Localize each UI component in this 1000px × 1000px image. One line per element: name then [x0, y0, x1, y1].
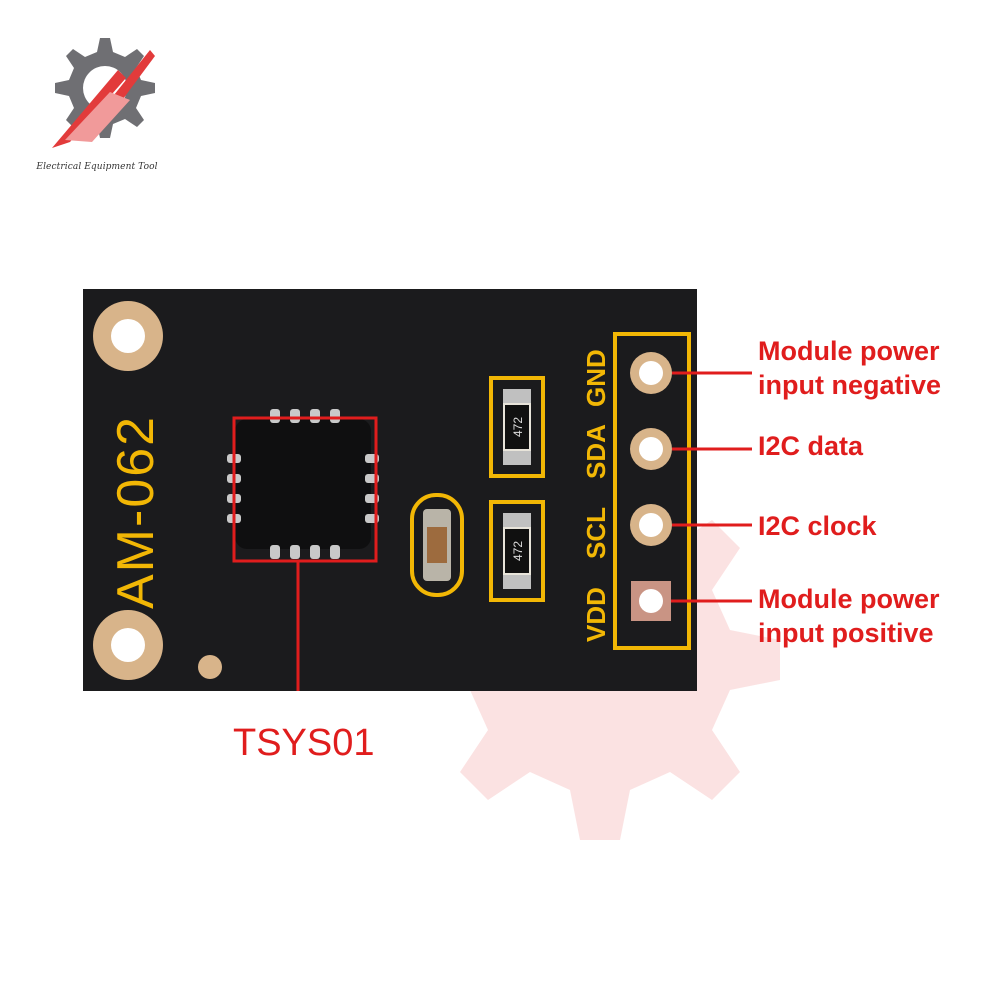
callout-vdd-line1: Module power: [758, 584, 940, 614]
resistor-top: 472: [489, 376, 545, 478]
mounting-hole-bottom: [93, 610, 163, 680]
pin-pad-vdd: [631, 581, 671, 621]
logo-red-slash: [52, 70, 126, 148]
callout-gnd-line2: input negative: [758, 370, 942, 400]
pin-label-gnd: GND: [581, 349, 611, 407]
pin-pad-scl: [630, 504, 672, 546]
pcb-artwork: AM-062: [93, 301, 697, 691]
logo-caption: Electrical Equipment Tool: [36, 162, 158, 172]
pin-label-vdd: VDD: [581, 587, 611, 642]
svg-text:472: 472: [511, 417, 525, 437]
board-model-label: AM-062: [107, 415, 165, 609]
callout-scl: I2C clock: [758, 509, 877, 543]
callout-gnd-line1: Module power: [758, 336, 940, 366]
brand-logo: [52, 38, 155, 148]
callout-vdd: Module power input positive: [758, 582, 940, 650]
capacitor: [410, 493, 464, 597]
callout-connectors: [697, 371, 752, 603]
pin-pad-gnd: [630, 352, 672, 394]
tsys01-chip: [227, 409, 379, 559]
chip-highlight-box: [232, 416, 378, 563]
mounting-hole-top: [93, 301, 163, 371]
resistor-bottom: 472: [489, 500, 545, 602]
pin-pad-sda: [630, 428, 672, 470]
pin-header-outline: [613, 332, 691, 650]
callout-gnd: Module power input negative: [758, 334, 941, 402]
callout-sda: I2C data: [758, 429, 863, 463]
pcb-board: [83, 289, 697, 691]
svg-text:472: 472: [511, 541, 525, 561]
callout-vdd-line2: input positive: [758, 618, 934, 648]
callout-scl-line1: I2C clock: [758, 511, 877, 541]
pin-label-scl: SCL: [581, 507, 611, 559]
via-pad: [198, 655, 222, 679]
pin-label-sda: SDA: [581, 424, 611, 479]
callout-sda-line1: I2C data: [758, 431, 864, 461]
callout-chip: TSYS01: [233, 722, 375, 764]
